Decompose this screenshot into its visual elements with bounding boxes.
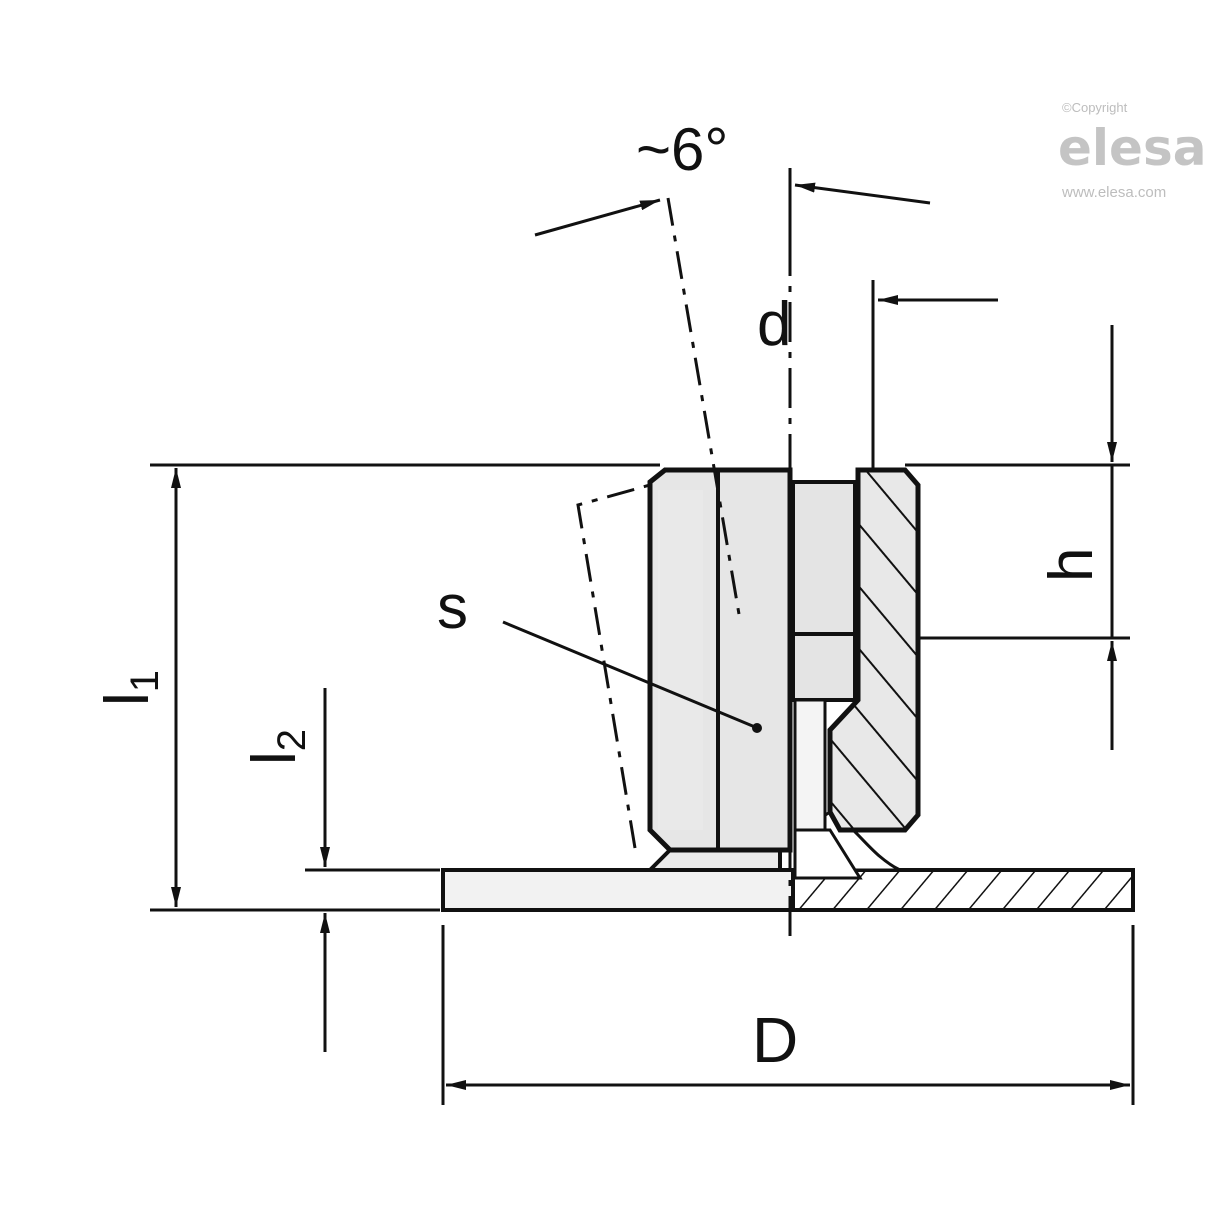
watermark-brand-logo: elesa [1058,119,1206,177]
l2-label-group: l2 [240,729,314,765]
knob-body [647,467,921,880]
l1-label-group: l1 [93,670,167,706]
watermark-url: www.elesa.com [1061,184,1166,201]
l1-label: l1 [93,670,167,706]
h-label: h [1037,548,1106,582]
s-label: s [437,573,468,642]
angle-label: ~6° [636,116,728,183]
watermark-copyright: ©Copyright [1062,100,1128,115]
tilt-phantom-outline [576,197,742,849]
l2-label: l2 [240,729,314,765]
s-leader [502,620,762,733]
D-label: D [752,1004,798,1076]
extension-lines [150,463,1135,1105]
angle-dimension [534,168,931,240]
d-dimension [871,280,998,470]
d-label: d [757,290,791,359]
watermark: ©Copyright elesa www.elesa.com [1058,100,1206,201]
